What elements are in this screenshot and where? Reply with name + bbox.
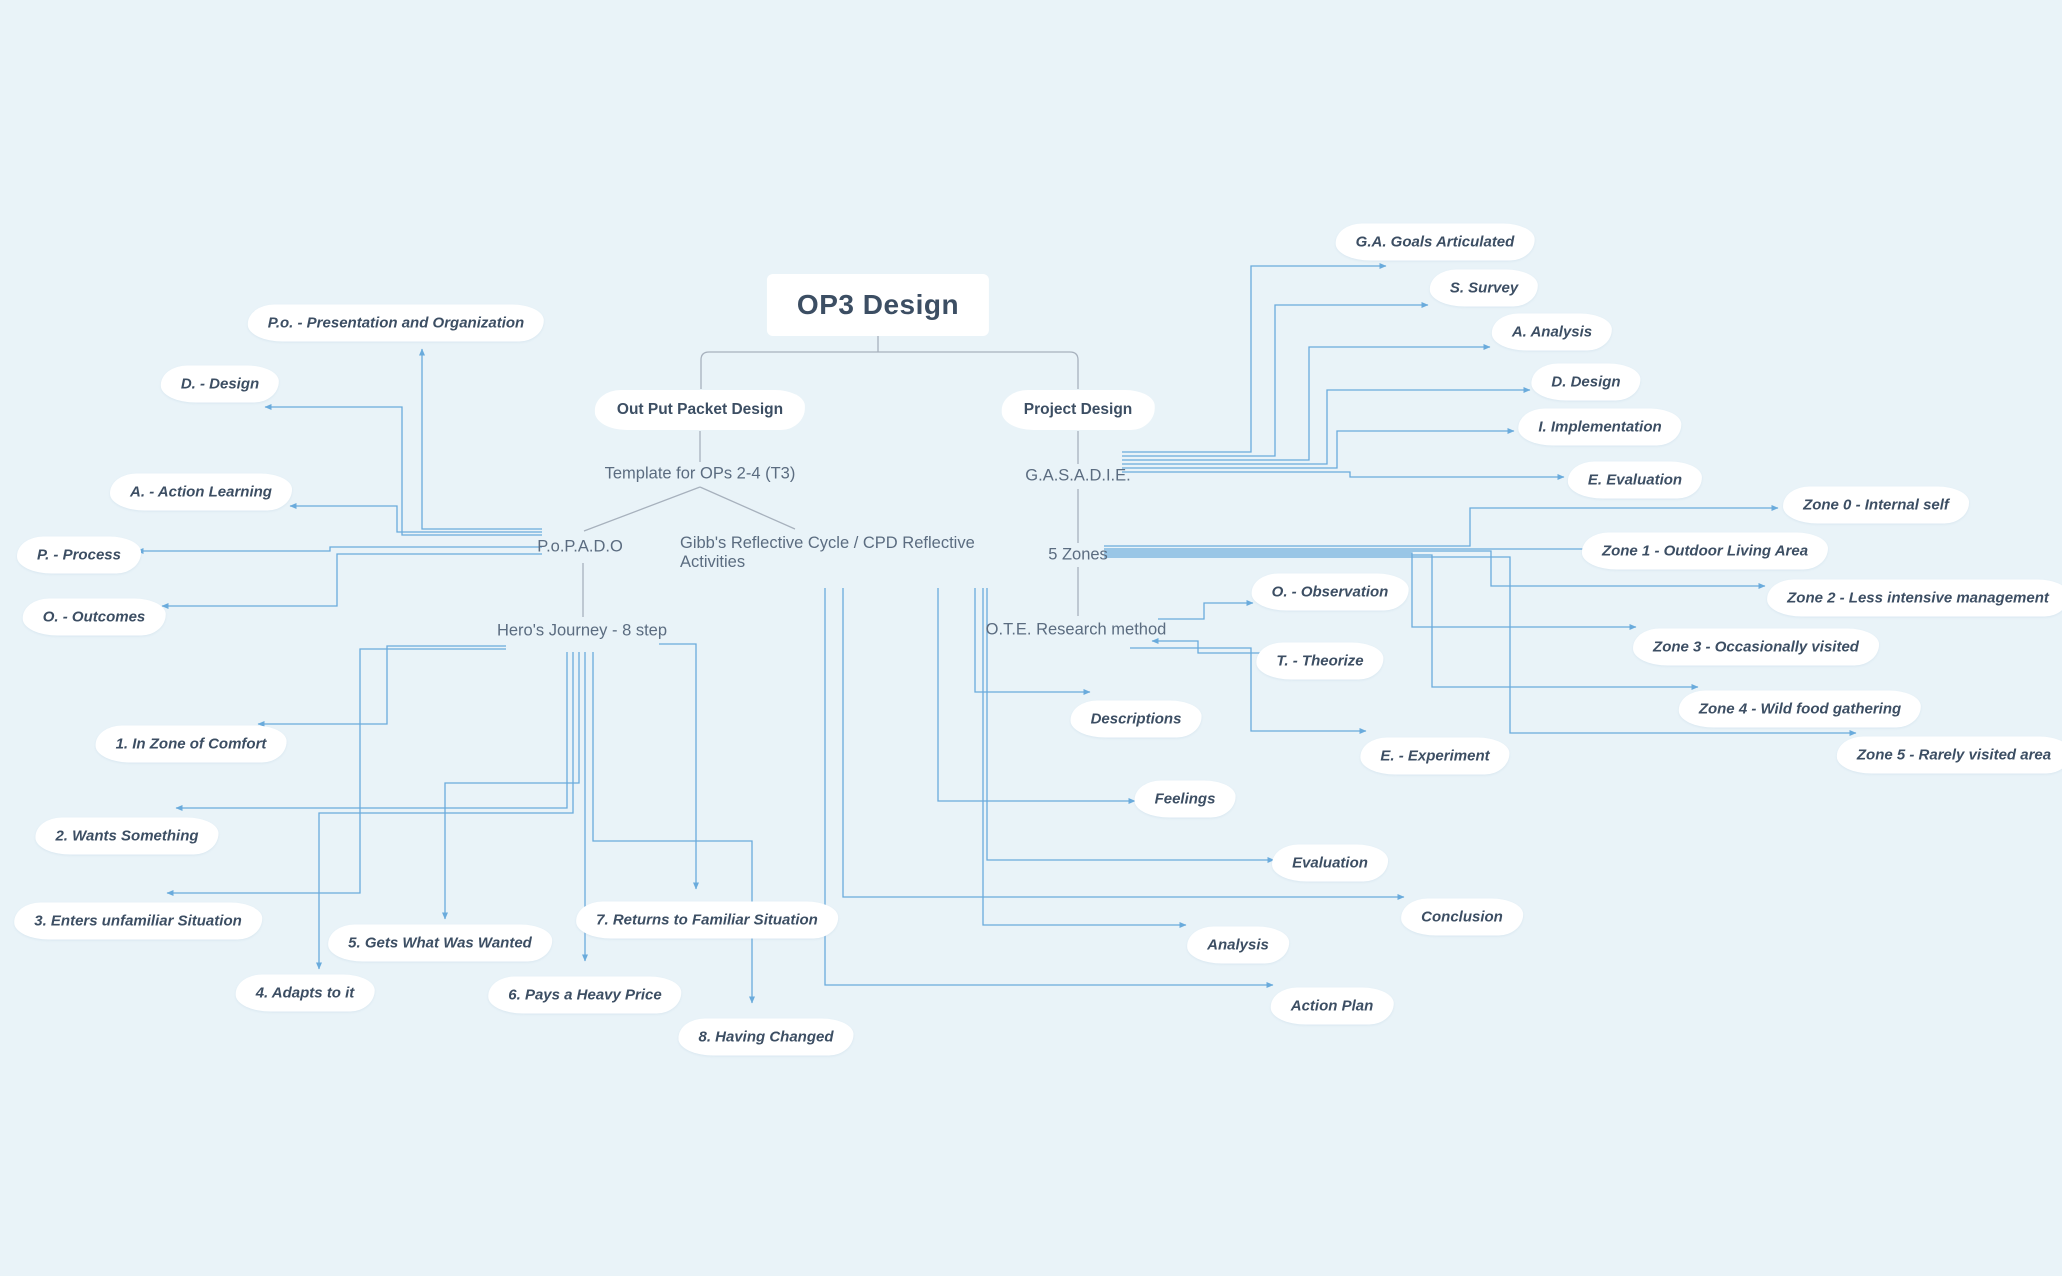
node-gibbs-cycle[interactable]: Gibb's Reflective Cycle / CPD Reflective… [680,534,975,571]
node-s-survey[interactable]: S. Survey [1429,269,1539,307]
node-project-design[interactable]: Project Design [1001,390,1155,430]
node-hero-step-4[interactable]: 4. Adapts to it [235,974,375,1012]
node-hero-step-8[interactable]: 8. Having Changed [678,1018,854,1056]
node-hero-step-3[interactable]: 3. Enters unfamiliar Situation [14,902,262,940]
node-d-design-gasadie[interactable]: D. Design [1531,363,1641,401]
node-e-evaluation-gasadie[interactable]: E. Evaluation [1567,461,1703,499]
node-ga-goals-articulated[interactable]: G.A. Goals Articulated [1335,223,1535,261]
node-evaluation-gibbs[interactable]: Evaluation [1272,844,1388,882]
node-analysis-gibbs[interactable]: Analysis [1187,926,1289,964]
node-zone-0[interactable]: Zone 0 - Internal self [1783,486,1969,524]
node-out-put-packet-design[interactable]: Out Put Packet Design [594,390,806,430]
node-zone-4[interactable]: Zone 4 - Wild food gathering [1678,690,1922,728]
node-zone-1[interactable]: Zone 1 - Outdoor Living Area [1581,532,1829,570]
node-hero-step-1[interactable]: 1. In Zone of Comfort [95,725,287,763]
tree-connectors [582,335,1079,617]
node-a-analysis[interactable]: A. Analysis [1491,313,1613,351]
arrow-connectors [136,263,1857,1004]
node-zone-5[interactable]: Zone 5 - Rarely visited area [1836,736,2062,774]
node-5-zones[interactable]: 5 Zones [1048,545,1108,564]
node-hero-step-7[interactable]: 7. Returns to Familiar Situation [576,901,838,939]
node-po-presentation-and-organization[interactable]: P.o. - Presentation and Organization [247,304,545,342]
node-a-action-learning[interactable]: A. - Action Learning [110,473,292,511]
node-d-design-popado[interactable]: D. - Design [160,365,280,403]
node-o-outcomes[interactable]: O. - Outcomes [22,598,166,636]
node-action-plan[interactable]: Action Plan [1270,987,1394,1025]
node-p-process[interactable]: P. - Process [17,536,141,574]
node-o-observation[interactable]: O. - Observation [1251,573,1409,611]
node-e-experiment[interactable]: E. - Experiment [1360,737,1510,775]
node-zone-2[interactable]: Zone 2 - Less intensive management [1767,579,2062,617]
node-t-theorize[interactable]: T. - Theorize [1256,642,1384,680]
node-popado[interactable]: P.o.P.A.D.O [537,537,623,556]
node-i-implementation[interactable]: I. Implementation [1518,408,1682,446]
page-title[interactable]: OP3 Design [766,274,990,336]
node-zone-3[interactable]: Zone 3 - Occasionally visited [1633,628,1879,666]
node-descriptions[interactable]: Descriptions [1070,700,1202,738]
node-heros-journey[interactable]: Hero's Journey - 8 step [496,621,668,640]
node-template-ops[interactable]: Template for OPs 2-4 (T3) [604,464,796,483]
node-ote-research-method[interactable]: O.T.E. Research method [985,620,1167,639]
node-conclusion[interactable]: Conclusion [1401,898,1523,936]
node-gasadie[interactable]: G.A.S.A.D.I.E. [1025,466,1131,485]
node-hero-step-6[interactable]: 6. Pays a Heavy Price [488,976,682,1014]
node-feelings[interactable]: Feelings [1134,780,1236,818]
node-hero-step-5[interactable]: 5. Gets What Was Wanted [328,924,552,962]
node-hero-step-2[interactable]: 2. Wants Something [35,817,219,855]
